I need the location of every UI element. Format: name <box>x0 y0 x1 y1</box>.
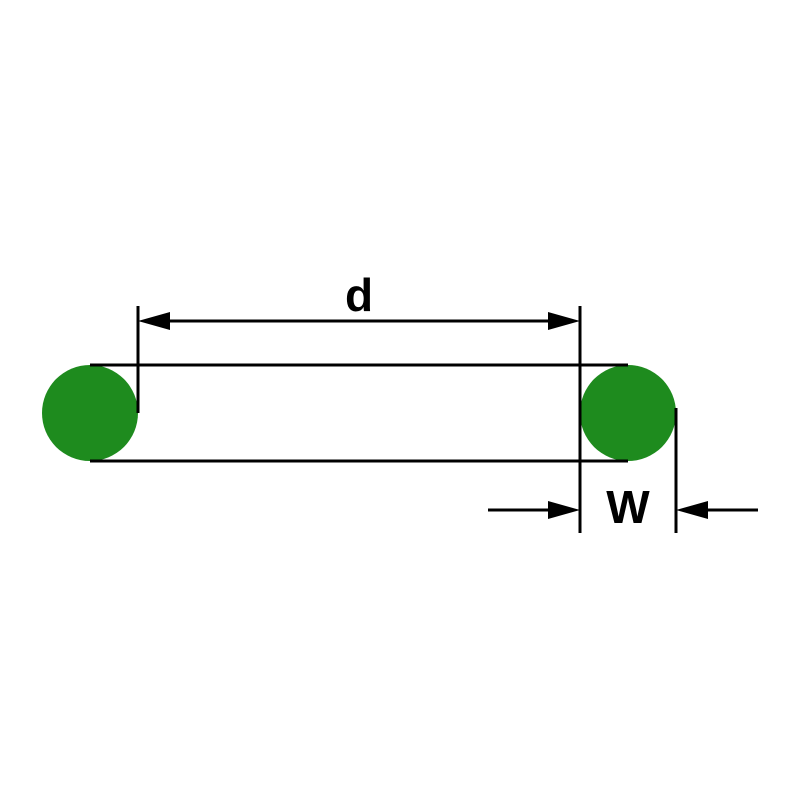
label-inner-diameter: d <box>345 269 373 321</box>
arrowhead-d-right <box>548 312 580 330</box>
arrowhead-d-left <box>138 312 170 330</box>
arrowhead-w-right <box>676 501 708 519</box>
oring-cross-section-left <box>42 365 138 461</box>
oring-cross-section-right <box>580 365 676 461</box>
arrowhead-w-left <box>548 501 580 519</box>
label-cross-section-width: W <box>606 481 650 533</box>
